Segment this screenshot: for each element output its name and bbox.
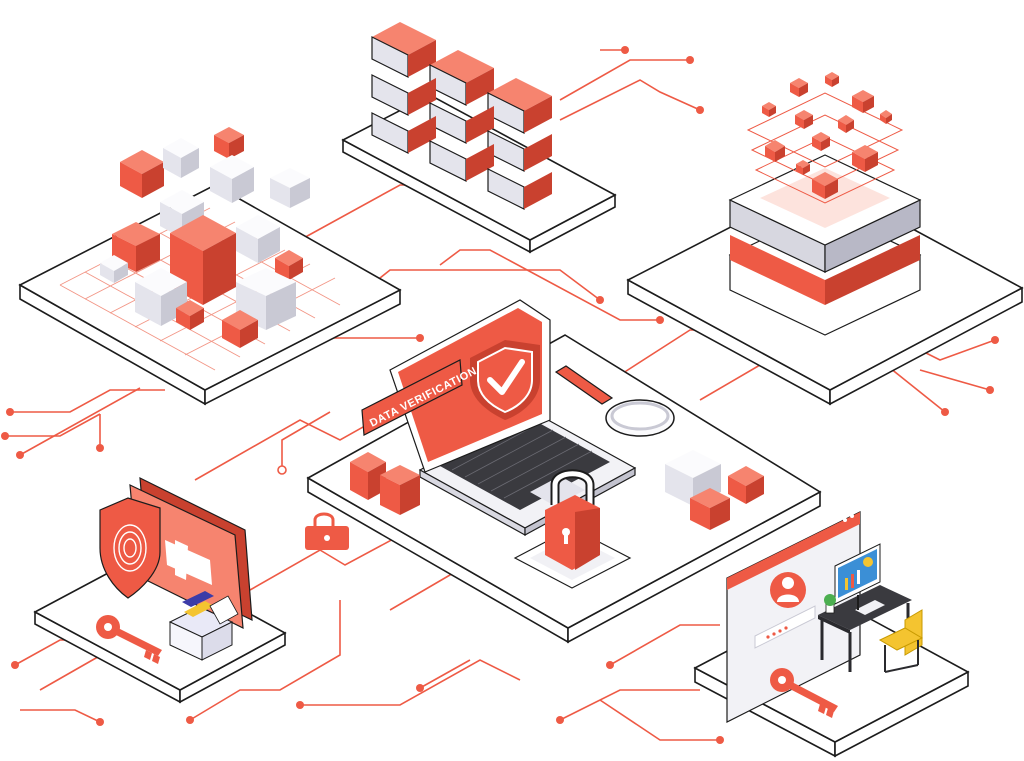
data-core-icon — [728, 92, 922, 336]
small-cubes-right — [665, 450, 764, 530]
server-rack-icon — [371, 22, 552, 210]
plant-icon — [824, 594, 836, 614]
user-login-window-icon — [726, 511, 861, 723]
magnifier-icon — [554, 365, 675, 437]
fingerprint-shield-icon — [99, 497, 161, 599]
chair-icon — [878, 609, 924, 673]
floating-cubes-icon — [762, 72, 892, 199]
small-padlock-icon — [305, 512, 349, 550]
open-box-icon — [168, 591, 239, 661]
circuit-nodes — [1, 46, 999, 744]
shield-check-icon — [470, 340, 540, 420]
key-icon-right — [770, 668, 838, 718]
cube-grid-icon — [100, 127, 310, 348]
monitor-chart-icon — [834, 543, 881, 610]
small-cubes-left — [350, 452, 420, 515]
padlock-icon — [513, 469, 632, 589]
key-icon-left — [96, 615, 162, 664]
folder-platform — [33, 554, 287, 704]
